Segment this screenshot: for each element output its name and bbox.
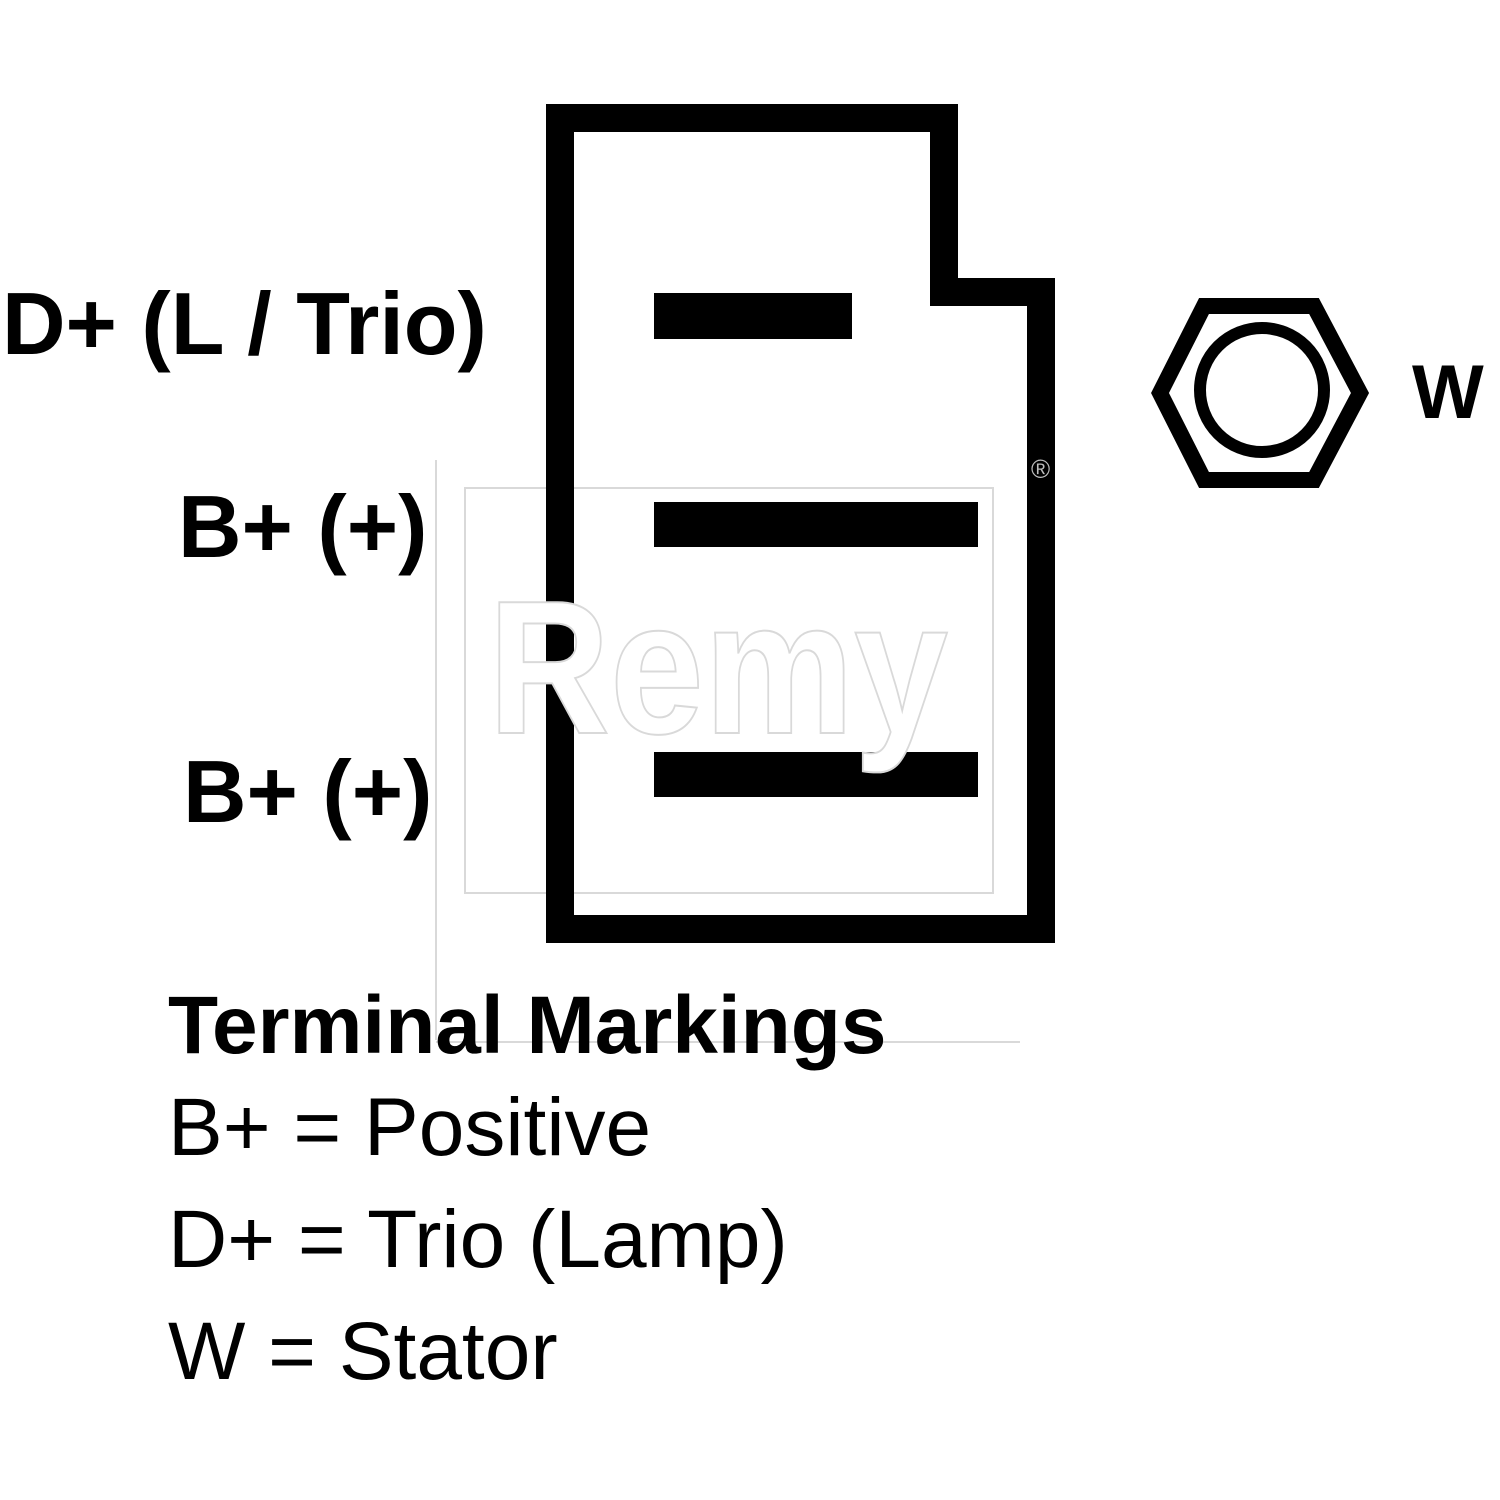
w-stud-icon	[1151, 298, 1370, 488]
connector-housing	[546, 104, 1055, 943]
d-plus-terminal-label: D+ (L / Trio)	[2, 274, 487, 373]
watermark-registered-mark: ®	[1031, 454, 1050, 484]
watermark-frame	[435, 460, 1020, 1043]
legend-line-w: W = Stator	[168, 1306, 558, 1397]
legend-line-b-plus: B+ = Positive	[168, 1082, 652, 1173]
legend-title: Terminal Markings	[168, 980, 887, 1071]
b-plus-upper-terminal-label: B+ (+)	[178, 477, 428, 576]
b-plus-upper-terminal-blade	[654, 502, 978, 547]
b-plus-lower-terminal-blade	[654, 752, 978, 797]
d-plus-terminal-blade	[654, 293, 852, 339]
w-terminal-label: W	[1412, 350, 1484, 435]
terminal-markings-legend: Terminal Markings B+ = Positive D+ = Tri…	[168, 985, 886, 1423]
b-plus-lower-terminal-label: B+ (+)	[183, 742, 433, 841]
legend-line-d-plus: D+ = Trio (Lamp)	[168, 1194, 788, 1285]
